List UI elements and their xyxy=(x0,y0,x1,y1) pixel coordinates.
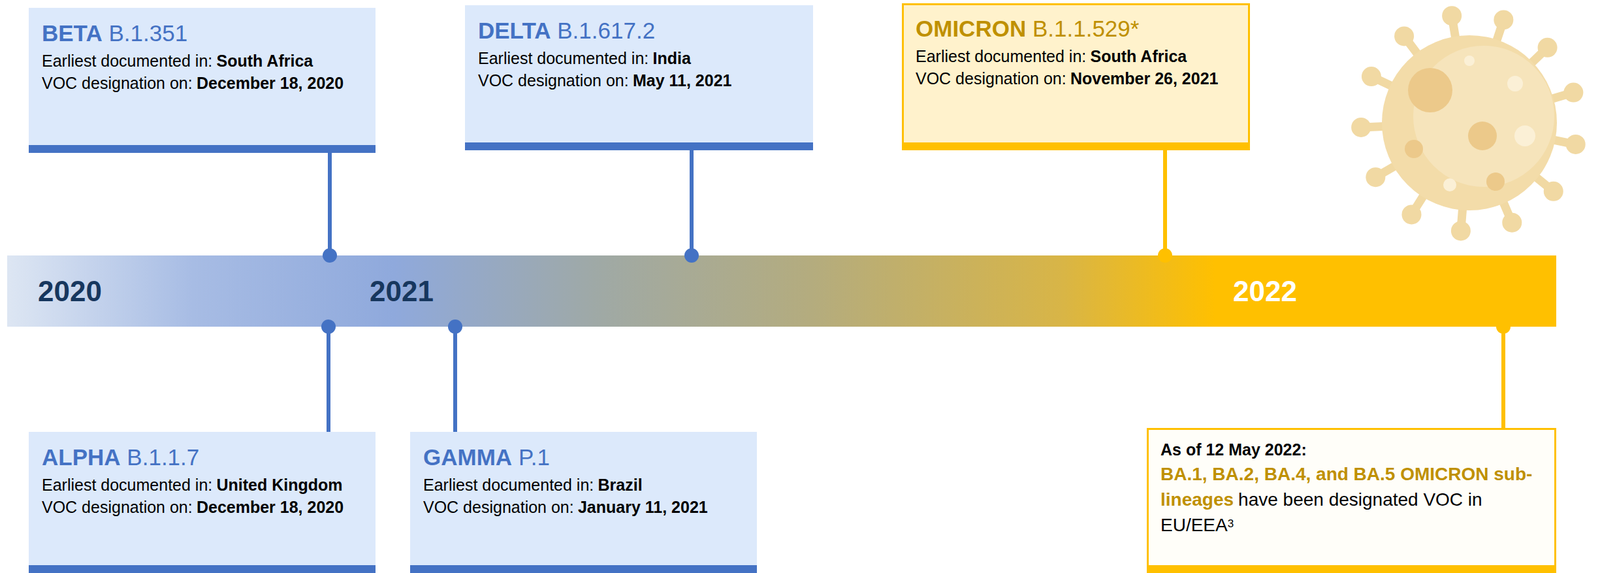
virus-spike-tip xyxy=(1361,66,1382,87)
timeline-band: 2020 2021 2022 xyxy=(7,255,1557,327)
text-line: Earliest documented in:India xyxy=(478,47,800,70)
text-line: Earliest documented in:South Africa xyxy=(915,45,1237,68)
text-line: Earliest documented in:South Africa xyxy=(41,49,363,72)
text-line: VOC designation on:May 11, 2021 xyxy=(478,69,800,92)
text-line: OMICRONB.1.1.529* xyxy=(915,12,1237,46)
timeline-stem xyxy=(1501,326,1506,428)
note-box: As of 12 May 2022: BA.1, BA.2, BA.4, and … xyxy=(1146,427,1557,573)
text-line: VOC designation on:November 26, 2021 xyxy=(915,67,1237,90)
virus-spot xyxy=(1464,55,1475,66)
val-text: South Africa xyxy=(1090,47,1188,66)
lbl-text: Earliest documented in: xyxy=(478,48,649,68)
virus-spike-tip xyxy=(1394,26,1414,46)
val-text: November 26, 2021 xyxy=(1070,69,1219,88)
val-text: December 18, 2020 xyxy=(196,497,344,516)
variant-box: DELTAB.1.617.2Earliest documented in:Ind… xyxy=(464,5,814,151)
name-text: BETA xyxy=(41,20,103,46)
virus-spike-tip xyxy=(1451,220,1471,241)
code-text: B.1.351 xyxy=(108,20,188,46)
text-line: As of 12 May 2022: xyxy=(1160,437,1543,462)
virus-icon xyxy=(1351,5,1586,241)
val-text: May 11, 2021 xyxy=(632,71,733,90)
virus-spike-tip xyxy=(1543,181,1564,202)
year-label: 2022 xyxy=(1232,274,1297,308)
virus-spike-tip xyxy=(1502,212,1522,233)
text-line: 2020 xyxy=(37,255,102,327)
name-text: OMICRON xyxy=(915,15,1026,42)
virus-spot xyxy=(1443,178,1457,192)
virus-body xyxy=(1381,35,1557,211)
lbl-text: VOC designation on: xyxy=(478,71,629,90)
virus-spike-tip xyxy=(1537,37,1558,58)
virus-spike-tip xyxy=(1401,204,1422,224)
variant-box: BETAB.1.351Earliest documented in:South … xyxy=(28,7,376,153)
virus-spike-tip xyxy=(1566,134,1586,155)
virus-spot xyxy=(1468,121,1497,151)
virus-spot xyxy=(1408,67,1453,113)
timeline-stem xyxy=(327,152,332,256)
val-text: South Africa xyxy=(216,51,314,70)
name-text: ALPHA xyxy=(41,444,121,470)
virus-spot xyxy=(1486,172,1505,191)
lbl-text: VOC designation on: xyxy=(41,73,193,93)
text-line: BA.1, BA.2, BA.4, and BA.5 OMICRON sub-l… xyxy=(1160,461,1543,538)
lbl-text: Earliest documented in: xyxy=(41,51,213,70)
lbl-text: Earliest documented in: xyxy=(41,475,213,494)
text-line: Earliest documented in:United Kingdom xyxy=(41,473,363,496)
virus-spot xyxy=(1514,125,1536,147)
lbl-text: VOC designation on: xyxy=(423,497,575,516)
name-text: DELTA xyxy=(478,17,551,44)
text-line: DELTAB.1.617.2 xyxy=(478,14,800,48)
year-label: 2020 xyxy=(37,274,102,308)
code-text: B.1.1.7 xyxy=(126,444,200,470)
val-text: January 11, 2021 xyxy=(577,497,708,516)
asof-text: As of 12 May 2022: xyxy=(1160,440,1307,459)
text-line: GAMMAP.1 xyxy=(423,440,744,474)
text-line: ALPHAB.1.1.7 xyxy=(41,440,363,474)
lbl-text: Earliest documented in: xyxy=(423,475,594,494)
text-line: BETAB.1.351 xyxy=(41,16,363,50)
virus-spike-tip xyxy=(1441,5,1462,26)
virus-spike-tip xyxy=(1563,82,1584,103)
virus-spike-tip xyxy=(1365,167,1386,187)
val-text: United Kingdom xyxy=(216,475,343,494)
virus-spike-tip xyxy=(1493,9,1514,30)
text-line: VOC designation on:December 18, 2020 xyxy=(41,71,363,95)
val-text: December 18, 2020 xyxy=(196,73,344,93)
year-label: 2021 xyxy=(369,274,434,308)
text-line: 2021 xyxy=(369,255,434,327)
virus-spike-tip xyxy=(1351,117,1371,138)
text-line: VOC designation on:January 11, 2021 xyxy=(423,495,744,518)
timeline-stem xyxy=(453,326,458,432)
code-text: P.1 xyxy=(518,444,550,470)
lbl-text: VOC designation on: xyxy=(41,497,193,516)
variant-box: OMICRONB.1.1.529*Earliest documented in:… xyxy=(901,3,1250,151)
text-line: VOC designation on:December 18, 2020 xyxy=(41,495,363,518)
sup-text: 3 xyxy=(1227,517,1234,530)
virus-spot xyxy=(1507,75,1523,92)
val-text: Brazil xyxy=(598,475,643,494)
variant-box: ALPHAB.1.1.7Earliest documented in:Unite… xyxy=(28,431,376,573)
name-text: GAMMA xyxy=(423,444,512,470)
lbl-text: VOC designation on: xyxy=(915,69,1067,88)
lbl-text: Earliest documented in: xyxy=(915,47,1087,66)
virus-highlight xyxy=(1413,45,1555,187)
timeline-stem xyxy=(689,150,694,256)
text-line: 2022 xyxy=(1232,255,1297,327)
code-text: B.1.1.529* xyxy=(1032,15,1139,42)
timeline-stem xyxy=(1163,150,1168,256)
virus-spot xyxy=(1404,139,1424,159)
variant-box: GAMMAP.1Earliest documented in:BrazilVOC… xyxy=(410,431,757,573)
val-text: India xyxy=(653,48,691,68)
text-line: Earliest documented in:Brazil xyxy=(423,473,744,496)
code-text: B.1.617.2 xyxy=(557,17,656,44)
timeline-stem xyxy=(326,326,331,432)
